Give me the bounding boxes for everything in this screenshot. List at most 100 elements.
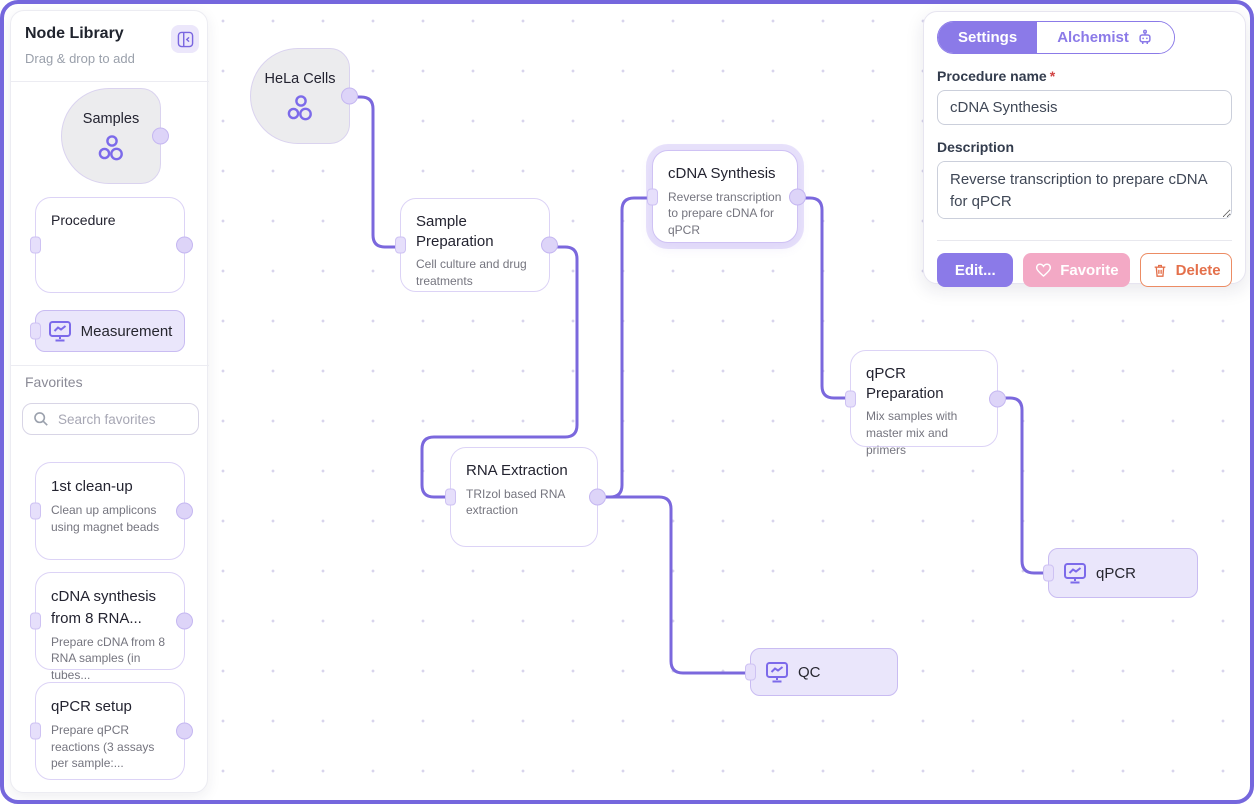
input-handle[interactable] <box>1043 564 1054 582</box>
cells-icon <box>286 95 314 121</box>
node-description: Cell culture and drug treatments <box>416 257 527 288</box>
collapse-sidebar-button[interactable] <box>171 25 199 53</box>
search-icon <box>33 411 49 427</box>
favorites-heading: Favorites <box>25 374 83 390</box>
button-label: Edit... <box>954 261 996 279</box>
node-rna-extraction[interactable]: RNA Extraction TRIzol based RNA extracti… <box>445 447 606 547</box>
trash-icon <box>1152 262 1168 279</box>
palette-label: Procedure <box>51 212 116 228</box>
node-qpcr-preparation[interactable]: qPCR Preparation Mix samples with master… <box>845 350 1006 457</box>
input-handle[interactable] <box>445 488 456 506</box>
description-textarea[interactable]: Reverse transcription to prepare cDNA fo… <box>937 161 1232 219</box>
procedure-name-label: Procedure name* <box>937 68 1232 84</box>
favorite-item-cdna-synthesis[interactable]: cDNA synthesis from 8 RNA... Prepare cDN… <box>30 572 193 682</box>
output-handle[interactable] <box>341 87 358 105</box>
action-buttons: Edit... Favorite Delete <box>937 253 1232 287</box>
tab-settings[interactable]: Settings <box>938 22 1038 53</box>
edge-qpcrprep-to-qpcr[interactable] <box>996 396 1052 575</box>
favorite-title: qPCR setup <box>51 698 132 715</box>
node-description: TRIzol based RNA extraction <box>466 486 565 518</box>
edit-button[interactable]: Edit... <box>937 253 1014 287</box>
input-handle[interactable] <box>30 612 41 630</box>
input-handle[interactable] <box>30 722 41 740</box>
favorite-button[interactable]: Favorite <box>1023 253 1131 287</box>
favorite-item-qpcr-setup[interactable]: qPCR setup Prepare qPCR reactions (3 ass… <box>30 682 193 780</box>
node-title: RNA Extraction <box>466 462 568 479</box>
input-handle[interactable] <box>845 390 856 407</box>
edge-sampleprep-to-rna[interactable] <box>420 245 579 499</box>
output-handle[interactable] <box>176 236 193 254</box>
settings-panel: Settings Alchemist Procedure name* <box>923 11 1246 287</box>
node-library-title: Node Library <box>25 25 124 42</box>
node-title: qPCR <box>1096 564 1137 582</box>
node-description: Reverse transcription to prepare cDNA fo… <box>668 189 782 238</box>
output-handle[interactable] <box>176 612 193 630</box>
label-text: Procedure name <box>937 68 1047 84</box>
favorite-item-1st-clean-up[interactable]: 1st clean-up Clean up amplicons using ma… <box>30 462 193 560</box>
divider <box>11 365 209 366</box>
input-handle[interactable] <box>30 322 41 340</box>
monitor-chart-icon <box>1063 562 1087 585</box>
panel-tabs: Settings Alchemist <box>937 21 1175 54</box>
palette-node-measurement[interactable]: Measurement <box>30 310 185 352</box>
node-library-subtitle: Drag & drop to add <box>25 51 135 66</box>
description-label: Description <box>937 139 1232 155</box>
favorite-title: cDNA synthesis from 8 RNA... <box>51 588 157 627</box>
favorites-search[interactable] <box>22 403 199 435</box>
input-handle[interactable] <box>647 188 658 205</box>
button-label: Delete <box>1175 261 1221 279</box>
output-handle[interactable] <box>789 188 806 205</box>
required-marker: * <box>1049 68 1056 84</box>
input-handle[interactable] <box>30 236 41 254</box>
favorite-description: Clean up amplicons using magnet beads <box>51 502 160 534</box>
button-label: Favorite <box>1060 261 1119 279</box>
robot-icon <box>1136 29 1154 47</box>
output-handle[interactable] <box>152 127 169 145</box>
divider <box>11 81 209 82</box>
palette-label: Samples <box>82 111 140 127</box>
favorite-title: 1st clean-up <box>51 478 133 495</box>
panel-collapse-icon <box>177 31 194 48</box>
edge-cdna-to-qpcrprep[interactable] <box>796 196 852 400</box>
output-handle[interactable] <box>541 236 558 254</box>
output-handle[interactable] <box>589 488 606 506</box>
node-description: Mix samples with master mix and primers <box>866 409 958 457</box>
node-title: QC <box>798 663 821 681</box>
node-cdna-synthesis[interactable]: cDNA Synthesis Reverse transcription to … <box>647 150 806 243</box>
favorite-description: Prepare cDNA from 8 RNA samples (in tube… <box>51 634 166 683</box>
tab-label: Settings <box>958 29 1018 46</box>
node-sample-preparation[interactable]: Sample Preparation Cell culture and drug… <box>395 198 558 292</box>
monitor-chart-icon <box>765 661 789 684</box>
favorite-description: Prepare qPCR reactions (3 assays per sam… <box>51 722 155 771</box>
search-input[interactable] <box>56 410 188 428</box>
procedure-name-input[interactable] <box>937 90 1232 125</box>
palette-node-procedure[interactable]: Procedure <box>30 197 193 293</box>
input-handle[interactable] <box>30 502 41 520</box>
node-library-panel: Node Library Drag & drop to add Samples <box>10 10 209 793</box>
output-handle[interactable] <box>989 390 1006 407</box>
node-hela-cells[interactable]: HeLa Cells <box>250 48 358 144</box>
node-title: qPCR Preparation <box>866 365 944 402</box>
edge-rna-to-cdna[interactable] <box>596 196 654 499</box>
output-handle[interactable] <box>176 502 193 520</box>
node-qpcr[interactable]: qPCR <box>1043 548 1198 598</box>
node-title: Sample Preparation <box>416 213 494 250</box>
cells-icon <box>97 135 125 161</box>
tab-alchemist[interactable]: Alchemist <box>1037 22 1174 53</box>
node-title: HeLa Cells <box>264 71 336 87</box>
label-text: Description <box>937 139 1015 155</box>
heart-icon <box>1035 262 1052 278</box>
node-qc[interactable]: QC <box>745 648 898 696</box>
monitor-chart-icon <box>48 320 72 343</box>
input-handle[interactable] <box>745 663 756 681</box>
palette-node-samples[interactable]: Samples <box>61 88 169 184</box>
tab-label: Alchemist <box>1057 29 1129 46</box>
output-handle[interactable] <box>176 722 193 740</box>
input-handle[interactable] <box>395 236 406 254</box>
edge-rna-to-qc[interactable] <box>596 495 752 675</box>
delete-button[interactable]: Delete <box>1140 253 1232 287</box>
divider <box>937 240 1232 241</box>
edge-hela-to-sampleprep[interactable] <box>346 95 402 249</box>
